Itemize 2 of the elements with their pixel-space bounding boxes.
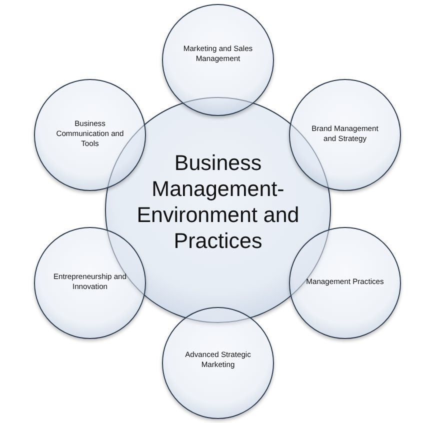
topic-circle [162, 307, 274, 419]
central-topic-text: Business Management- Environment and Practices [136, 151, 300, 255]
